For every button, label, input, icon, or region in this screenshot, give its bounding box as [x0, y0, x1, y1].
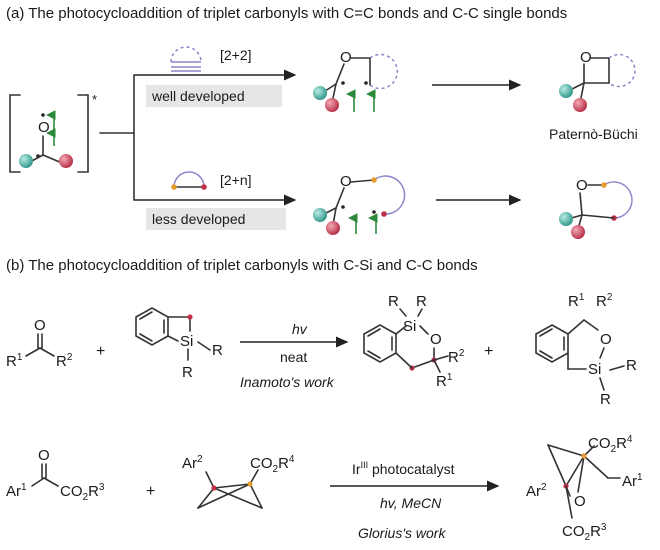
svg-text:R: R	[416, 293, 427, 310]
credit-glorius: Glorius's work	[358, 525, 446, 541]
svg-text:O: O	[340, 173, 352, 190]
svg-text:CO2R4: CO2R4	[588, 434, 633, 455]
svg-text:Si: Si	[403, 318, 416, 335]
svg-text:R: R	[600, 391, 611, 408]
biradical-intermediate-upper: O	[313, 49, 399, 112]
svg-text:R1: R1	[6, 352, 23, 370]
right-bracket	[77, 94, 89, 173]
svg-text:Ar2: Ar2	[182, 454, 203, 472]
svg-text:R1: R1	[568, 292, 585, 310]
label-less-developed: less developed	[152, 211, 245, 227]
ketone-reagent: O R1 R2	[6, 317, 73, 370]
svg-text:O: O	[576, 177, 588, 194]
svg-text:CO2R3: CO2R3	[60, 482, 105, 503]
svg-text:CO2R3: CO2R3	[562, 522, 607, 543]
svg-text:O: O	[600, 331, 612, 348]
svg-text:CO2R4: CO2R4	[250, 454, 295, 475]
svg-text:R: R	[212, 342, 223, 359]
biradical-intermediate-lower: O	[313, 173, 406, 235]
section-a-title: (a) The photocycloaddition of triplet ca…	[6, 5, 567, 22]
svg-text:O: O	[574, 493, 586, 510]
bicyclobutane-reagent: Ar2 CO2R4	[182, 454, 295, 509]
paterno-buchi-label: Paternò-Büchi	[549, 126, 638, 142]
cc-bond-reagent	[171, 171, 207, 190]
svg-text:R: R	[626, 357, 637, 374]
svg-text:O: O	[38, 447, 50, 464]
svg-text:Ar1: Ar1	[622, 472, 643, 490]
svg-text:IrIII photocatalyst: IrIII photocatalyst	[352, 460, 455, 477]
box-less-developed	[146, 208, 286, 230]
condition-hv: hv	[292, 321, 308, 337]
label-2-n: [2+n]	[220, 172, 252, 188]
plus-sign: +	[96, 343, 105, 360]
svg-text:Si: Si	[588, 361, 601, 378]
benzosilacyclobutene: Si R R	[135, 307, 223, 381]
svg-text:R2: R2	[448, 348, 465, 366]
radical-dot	[41, 113, 45, 117]
teal-substituent	[19, 154, 33, 168]
oxygen-atom: O	[38, 119, 50, 136]
svg-text:R2: R2	[56, 352, 73, 370]
oxetane-product: O	[559, 49, 636, 112]
svg-text:Ar2: Ar2	[526, 482, 547, 500]
excited-star: *	[92, 92, 97, 107]
svg-text:Si: Si	[180, 333, 193, 350]
svg-text:R1: R1	[436, 372, 453, 390]
ketoester-reagent: O Ar1 CO2R3	[6, 447, 105, 503]
svg-text:O: O	[430, 331, 442, 348]
alkene-reagent	[170, 46, 202, 72]
svg-text:O: O	[580, 49, 592, 66]
section-b-title: (b) The photocycloaddition of triplet ca…	[6, 257, 478, 274]
box-well-developed	[146, 85, 282, 107]
excited-carbonyl: * O	[9, 92, 97, 173]
red-substituent	[59, 154, 73, 168]
plus-sign: +	[484, 343, 493, 360]
ring-dashed	[170, 46, 202, 63]
condition-hv-mecn: hv, MeCN	[380, 495, 442, 511]
label-well-developed: well developed	[151, 88, 245, 104]
svg-text:Ar1: Ar1	[6, 482, 27, 500]
product-oxasilinane-a: Si R R O R2 R1	[363, 293, 465, 390]
label-2-2: [2+2]	[220, 47, 252, 63]
left-bracket	[9, 94, 21, 173]
product-oxasilinane-b: R1 R2 O Si R R	[535, 292, 637, 408]
svg-text:O: O	[340, 49, 352, 66]
svg-text:R: R	[388, 293, 399, 310]
svg-text:O: O	[34, 317, 46, 334]
svg-text:R: R	[182, 364, 193, 381]
plus-sign: +	[146, 483, 155, 500]
oxabicycle-product: CO2R4 Ar2 O Ar1 CO2R3	[526, 434, 643, 543]
ring-expanded-product: O	[559, 177, 633, 239]
svg-text:R2: R2	[596, 292, 613, 310]
credit-inamoto: Inamoto's work	[240, 374, 335, 390]
condition-neat: neat	[280, 349, 307, 365]
